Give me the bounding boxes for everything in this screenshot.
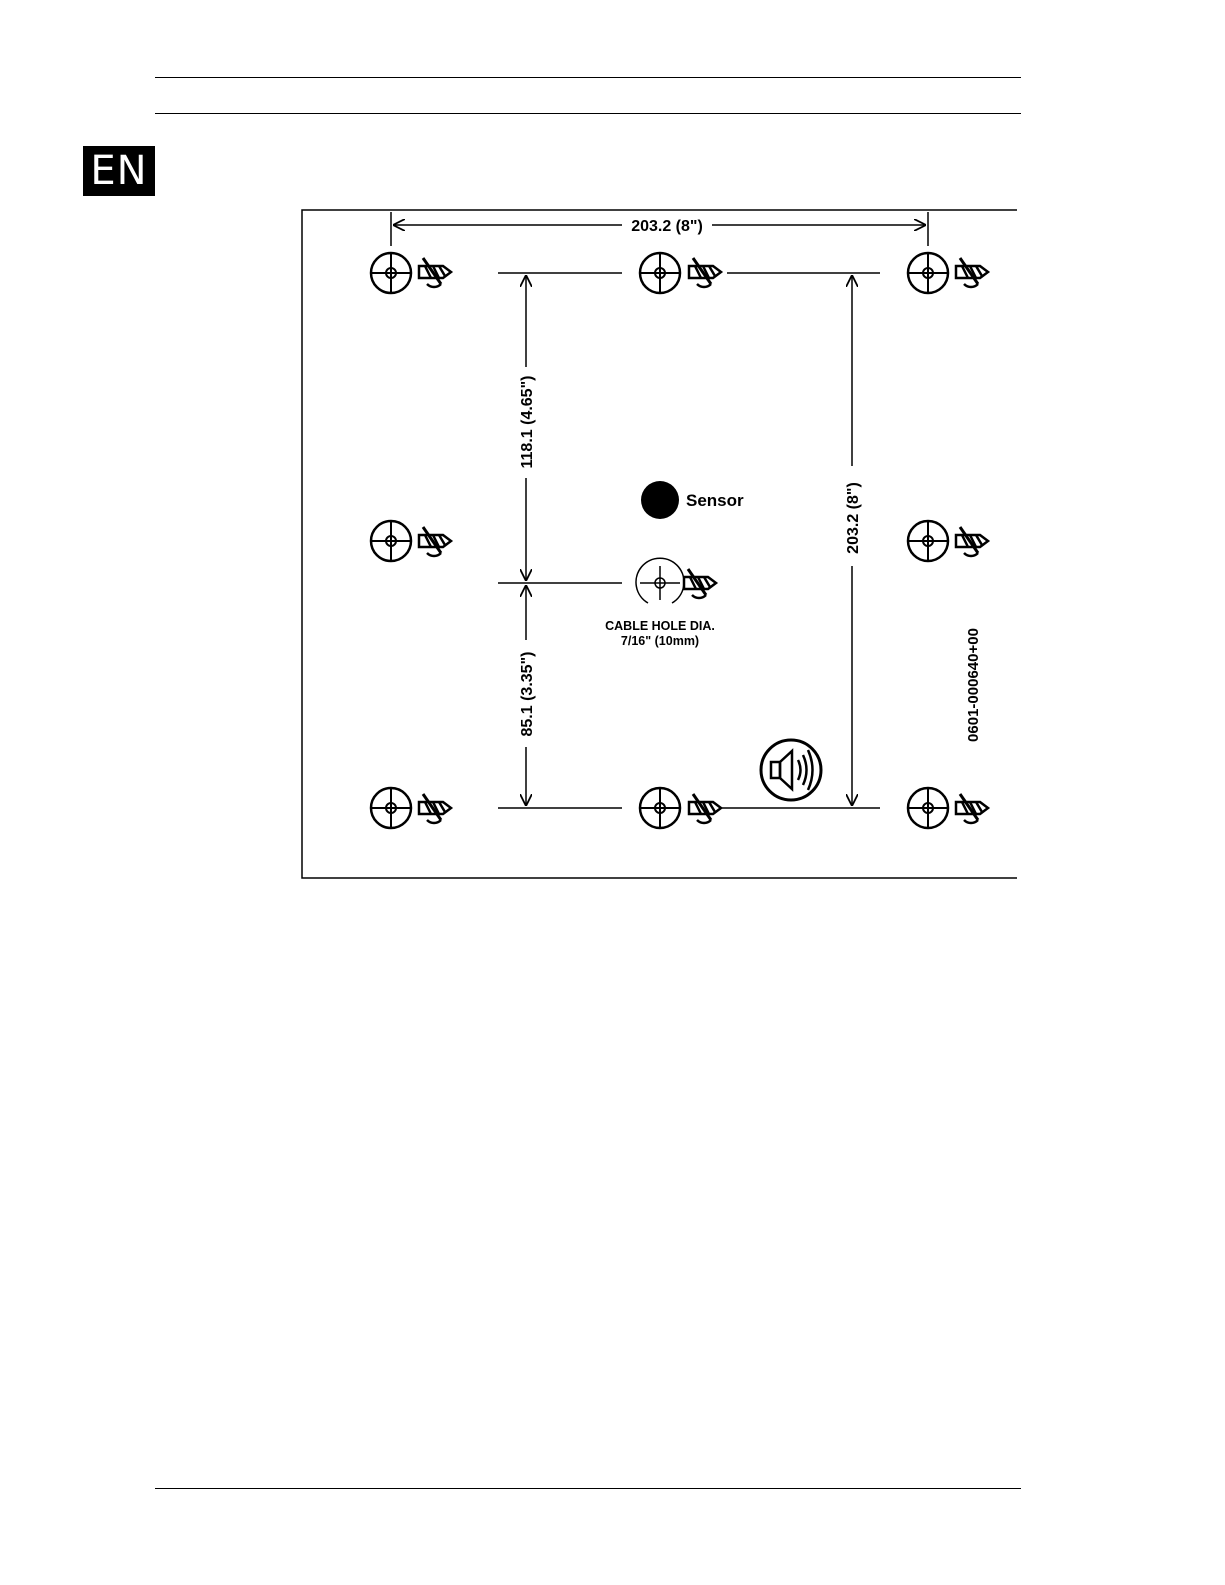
- mounting-hole-top-center: [640, 253, 721, 293]
- mounting-hole-top-left: [371, 253, 451, 293]
- cable-hole-label-line2: 7/16" (10mm): [621, 634, 699, 648]
- drill-bit-icon: [419, 527, 451, 556]
- crosshair-hole-icon: [640, 253, 680, 293]
- sensor-label: Sensor: [686, 491, 744, 510]
- speaker-icon: [761, 740, 821, 800]
- crosshair-hole-icon: [908, 521, 948, 561]
- crosshair-hole-icon: [908, 788, 948, 828]
- crosshair-hole-icon: [371, 521, 411, 561]
- cable-hole-label-line1: CABLE HOLE DIA.: [605, 619, 715, 633]
- width-dimension: 203.2 (8"): [391, 212, 928, 246]
- sensor-dot-icon: [641, 481, 679, 519]
- crosshair-hole-icon: [640, 788, 680, 828]
- left-vertical-dimensions: 118.1 (4.65") 85.1 (3.35"): [519, 275, 536, 806]
- upper-vertical-dimension-label: 118.1 (4.65"): [519, 376, 536, 469]
- crosshair-hole-icon: [371, 788, 411, 828]
- drill-bit-icon: [419, 258, 451, 287]
- width-dimension-label: 203.2 (8"): [631, 218, 703, 235]
- crosshair-hole-icon: [908, 253, 948, 293]
- mounting-hole-bottom-right: [908, 788, 988, 828]
- reference-lines: [498, 273, 880, 808]
- mounting-hole-bottom-left: [371, 788, 451, 828]
- mounting-hole-bottom-center: [640, 788, 721, 828]
- mounting-hole-middle-left: [371, 521, 451, 561]
- lower-vertical-dimension-label: 85.1 (3.35"): [519, 652, 536, 737]
- part-number-label: 0601-000640+00: [965, 628, 982, 742]
- drill-bit-icon: [419, 794, 451, 823]
- right-vertical-dimension-label: 203.2 (8"): [845, 482, 862, 554]
- template-border: [302, 210, 1017, 878]
- cable-hole: CABLE HOLE DIA. 7/16" (10mm): [605, 558, 716, 648]
- sensor-marker: Sensor: [641, 481, 744, 519]
- mounting-hole-top-right: [908, 253, 988, 293]
- drill-bit-icon: [684, 569, 716, 598]
- crosshair-hole-icon: [371, 253, 411, 293]
- drill-bit-icon: [956, 527, 988, 556]
- drill-bit-icon: [956, 794, 988, 823]
- drill-bit-icon: [956, 258, 988, 287]
- drill-bit-icon: [689, 258, 721, 287]
- right-vertical-dimension: 203.2 (8"): [845, 275, 862, 806]
- drill-bit-icon: [689, 794, 721, 823]
- mounting-hole-middle-right: [908, 521, 988, 561]
